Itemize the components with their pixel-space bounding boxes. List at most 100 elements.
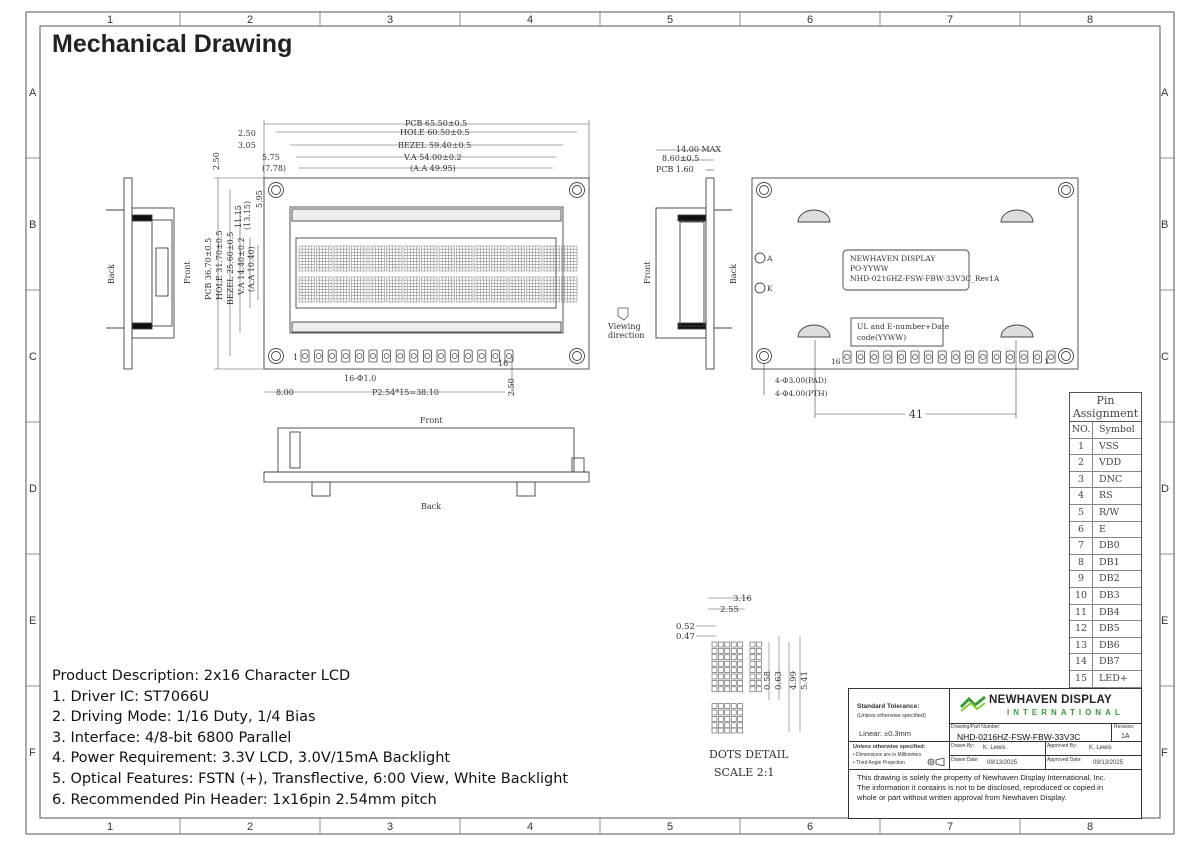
description-line: Product Description: 2x16 Character LCD [52,668,351,684]
grid-row-label: A [1161,87,1169,99]
ul-line1: UL and E-number+Date [857,322,950,331]
logo-line1: NEWHAVEN DISPLAY [989,694,1113,706]
pixel-dot [730,667,737,673]
dim-mid-1: 5.95 [255,190,264,208]
pixel-dot [737,673,743,680]
pixel-dot [749,641,756,648]
pin-pad [1033,350,1042,364]
approved-by: K. Lewis [1089,745,1112,751]
pixel-dot [737,727,743,734]
pixel-dot [724,654,731,661]
dots-caption-1: DOTS DETAIL [709,748,789,761]
third-angle-projection-icon [927,758,945,766]
pixel-dot [749,673,756,680]
pixel-dot [737,722,743,729]
pin-pad [354,349,364,363]
viewing-text-2: direction [608,331,644,340]
notice-line1: This drawing is solely the property of N… [857,773,1106,782]
pixel-dot [718,641,724,648]
grid-col-label: 4 [527,821,533,833]
pin-number: 7 [1070,538,1093,554]
pin-pad [368,349,378,363]
pixel-dot [724,648,731,654]
pin-pad [965,350,974,364]
pixel-dot [737,709,743,716]
pin-pads [300,349,514,363]
dims-in-mm: • Dimensions are in Millimeters [853,752,922,758]
pin-number: 3 [1070,471,1093,488]
side-view-text: 14.00 MAX 8.60±0.5 PCB 1.60 Front Back V… [607,145,738,340]
grid-row-label: E [1161,615,1168,627]
pixel-dot [756,673,762,680]
pixel-dot [756,660,762,667]
pin-number: 11 [1070,604,1093,621]
pin-pad [409,349,419,363]
pin-pad [490,349,500,363]
pin-pad [504,349,514,363]
side-front-label: Front [643,261,652,284]
pixel-dot [724,686,731,693]
grid-row-label: F [29,747,36,759]
pin-pad [842,350,852,364]
pixel-dot [724,703,731,709]
pixel-dot [730,709,737,716]
pixel-dot [711,686,718,693]
pixel-dot [737,648,743,654]
pixel-dot [756,654,762,661]
back-view-text: NEWHAVEN DISPLAY PO-YYWW NHD-0216HZ-FSW-… [766,254,1049,421]
dim-14max: 14.00 MAX [676,145,721,154]
grid-col-label: 8 [1087,14,1093,26]
product-description: Product Description: 2x16 Character LCD … [52,666,568,810]
pixel-dot [737,654,743,661]
pixel-dot [737,641,743,648]
pin-pad [897,350,906,364]
pixel-dot [756,641,762,648]
pixel-dot [730,654,737,661]
front-view [263,177,590,370]
pin-pad [869,350,879,364]
pixel-dot [730,680,737,686]
grid-ticks [26,12,1174,834]
pixel-dot [737,686,743,693]
tolerance-linear: Linear: ±0.3mm [859,729,912,738]
dots-dim-047: 0.47 [676,632,695,642]
pin-symbol: VDD [1099,457,1122,469]
pixel-dot [730,727,737,734]
bottom-front-label: Front [420,416,443,425]
pin-pad [856,350,865,364]
dots-dim-316: 3.16 [733,594,752,604]
pin-table-title-line1: Pin [1096,394,1115,407]
pcb-outline [263,177,590,370]
grid-row-label: C [1161,351,1169,363]
mount-hole [569,348,585,364]
dim-left-3: 5.75 [262,153,280,162]
unless-specified: Unless otherwise specified: [853,744,926,750]
hole-note-1: 4-Φ3.00(PAD) [775,376,827,385]
dim-va-width: V.A 54.00±0.2 [403,153,462,162]
viewing-arrow-icon [617,307,629,321]
bezel-bar-bottom [291,321,562,333]
third-angle: • Third Angle Projection [853,760,905,766]
pin-pad [978,350,988,364]
ul-line2: code(YYWW) [857,333,906,342]
logo-mark-icon [959,695,986,712]
back-pin-pads [842,350,1056,364]
pixel-dot [718,703,724,709]
viewing-text-1: Viewing [607,322,641,331]
pixel-dot [718,727,724,734]
pixel-dot [718,680,724,686]
pin-number: 15 [1070,670,1093,687]
pin-symbol: RS [1099,490,1113,502]
grid-row-label: D [29,483,37,495]
pixel-dot [724,709,731,716]
grid-col-label: 6 [807,821,813,833]
dim-aa-width: (A.A 49.95) [410,164,456,173]
dim-left-4: (7.78) [262,164,286,173]
dim-side-3: HOLE 31.70±0.5 [215,230,224,300]
